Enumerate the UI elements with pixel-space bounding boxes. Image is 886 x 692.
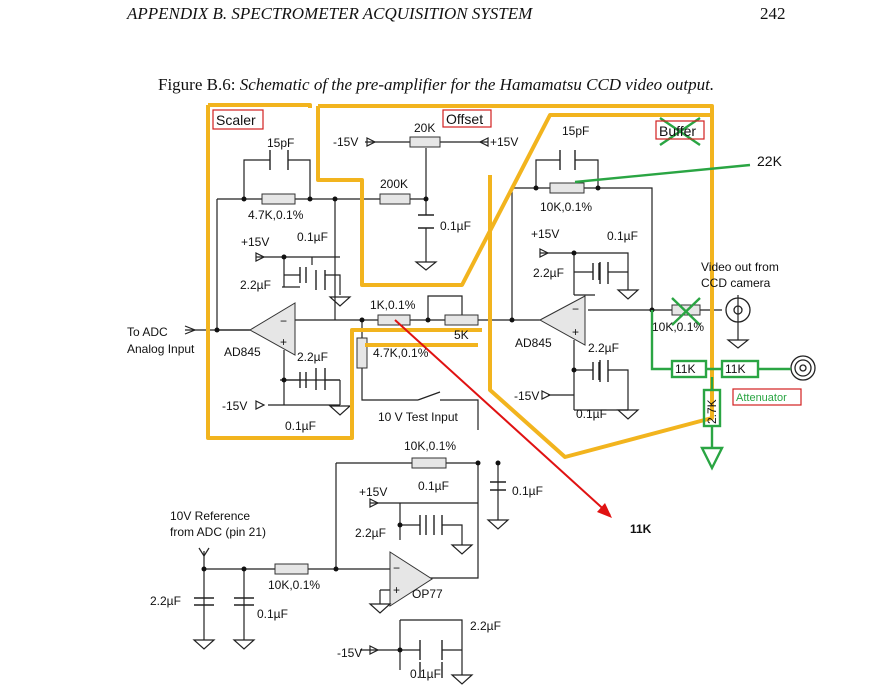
svg-text:+: + xyxy=(280,335,287,349)
label-11k-a: 11K xyxy=(675,362,695,376)
label-11k-b: 11K xyxy=(725,362,745,376)
label-c01-offset: 0.1µF xyxy=(440,219,471,233)
label-r10k-input: 10K,0.1% xyxy=(268,578,320,592)
scaler-label: Scaler xyxy=(216,112,256,128)
label-22k: 22K xyxy=(757,153,783,169)
ground-symbols xyxy=(192,289,640,685)
label-pot5k: 5K xyxy=(454,328,469,342)
running-header: APPENDIX B. SPECTROMETER ACQUISITION SYS… xyxy=(127,4,533,23)
to-adc-line2: Analog Input xyxy=(127,342,195,356)
yellow-outlines xyxy=(206,103,714,459)
pot-20k xyxy=(409,136,441,148)
svg-text:+: + xyxy=(393,583,400,597)
label-c22-g: 2.2µF xyxy=(470,619,501,633)
offset-label: Offset xyxy=(446,111,483,127)
label-c01-c: 0.1µF xyxy=(607,229,638,243)
junction-dots xyxy=(201,185,655,653)
label-op77: OP77 xyxy=(412,587,443,601)
pot-5k xyxy=(444,314,479,326)
resistors xyxy=(261,136,701,575)
label-c01-h: 0.1µF xyxy=(410,667,441,681)
label-neg15-2: -15V xyxy=(222,399,247,413)
to-adc-line1: To ADC xyxy=(127,325,168,339)
label-r4-7k: 4.7K,0.1% xyxy=(248,208,304,222)
resistor-10k-buffer xyxy=(549,182,585,194)
resistor-10k-feedback xyxy=(411,457,447,469)
attenuator-label: Attenuator xyxy=(736,392,787,404)
label-r1k: 1K,0.1% xyxy=(370,298,416,312)
video-line1: Video out from xyxy=(701,260,779,274)
op-amp-op77 xyxy=(389,551,433,607)
video-line2: CCD camera xyxy=(701,276,771,290)
label-c01-g: 0.1µF xyxy=(257,607,288,621)
label-c22-e: 2.2µF xyxy=(355,526,386,540)
capacitors xyxy=(194,150,609,678)
label-neg15-4: -15V xyxy=(337,646,362,660)
resistor-4-7k xyxy=(261,193,296,205)
label-neg15-3: -15V xyxy=(514,389,539,403)
reference-line1: 10V Reference xyxy=(170,509,250,523)
label-pos15-2: +15V xyxy=(241,235,269,249)
resistor-1k xyxy=(377,314,411,326)
label-pos15-1: +15V xyxy=(490,135,518,149)
caption-text: Schematic of the pre-amplifier for the H… xyxy=(239,75,715,94)
label-c22-c: 2.2µF xyxy=(533,266,564,280)
resistor-200k xyxy=(379,193,411,205)
red-arrow xyxy=(394,319,612,518)
label-ad845-2: AD845 xyxy=(515,336,552,350)
green-modifications xyxy=(574,117,791,471)
reference-line2: from ADC (pin 21) xyxy=(170,525,266,539)
page-number: 242 xyxy=(760,4,786,23)
label-pos15-3: +15V xyxy=(531,227,559,241)
resistor-4-7k-vertical xyxy=(356,337,368,369)
op-amp-scaler xyxy=(249,302,296,356)
caption-prefix: Figure B.6: xyxy=(158,75,240,94)
buffer-label: Buffer xyxy=(659,123,696,139)
label-r10k-buffer: 10K,0.1% xyxy=(540,200,592,214)
resistor-10k-input xyxy=(274,563,309,575)
label-neg15-1: -15V xyxy=(333,135,358,149)
label-pos15-4: +15V xyxy=(359,485,387,499)
label-c22-d: 2.2µF xyxy=(588,341,619,355)
label-c01-d: 0.1µF xyxy=(576,407,607,421)
svg-text:+: + xyxy=(572,325,579,339)
label-r4-7k-2: 4.7K,0.1% xyxy=(373,346,429,360)
figure-caption: Figure B.6: Schematic of the pre-amplifi… xyxy=(158,75,714,95)
label-200k: 200K xyxy=(380,177,408,191)
label-11k-red: 11K xyxy=(630,522,652,536)
svg-text:−: − xyxy=(393,561,400,575)
supply-arrows xyxy=(255,137,552,655)
label-ad845-1: AD845 xyxy=(224,345,261,359)
label-pot20k: 20K xyxy=(414,121,435,135)
svg-text:−: − xyxy=(572,302,579,316)
op-amp-buffer xyxy=(538,295,586,346)
label-c22-a: 2.2µF xyxy=(240,278,271,292)
label-c22-b: 2.2µF xyxy=(297,350,328,364)
label-c15pf-1: 15pF xyxy=(267,136,294,150)
label-c15pf-2: 15pF xyxy=(562,124,589,138)
label-2-7k: 2.7K xyxy=(705,399,719,424)
label-c22-f: 2.2µF xyxy=(150,594,181,608)
label-c01-a: 0.1µF xyxy=(297,230,328,244)
svg-text:−: − xyxy=(280,314,287,328)
bnc-connectors xyxy=(725,297,816,381)
label-r10k-out: 10K,0.1% xyxy=(652,320,704,334)
label-c01-f: 0.1µF xyxy=(418,479,449,493)
label-c01-b: 0.1µF xyxy=(285,419,316,433)
label-c01-e: 0.1µF xyxy=(512,484,543,498)
label-r10k-feedback: 10K,0.1% xyxy=(404,439,456,453)
label-test-input: 10 V Test Input xyxy=(378,410,459,424)
